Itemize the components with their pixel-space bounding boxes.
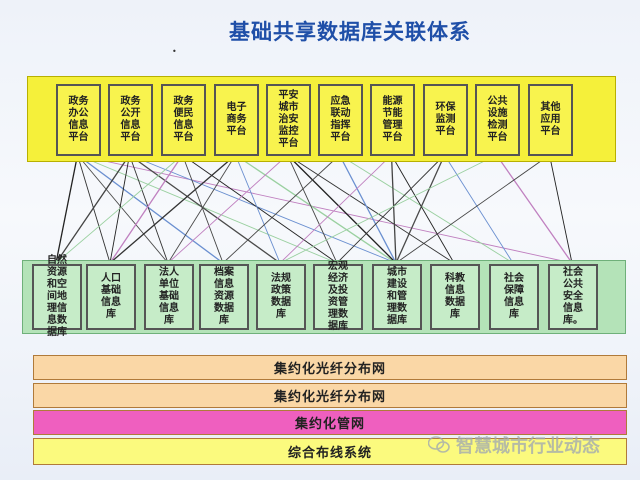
database-label: 宏观经济及投资管理数据库: [328, 261, 348, 332]
database-box-0: 自然资源和空间地理信息数据库: [32, 255, 82, 338]
database-label: 科教信息数据库: [445, 273, 465, 320]
connection-line: [77, 154, 111, 264]
cabling-system-band: 综合布线系统: [33, 438, 627, 465]
database-box-7: 科教信息数据库: [430, 264, 480, 330]
page-title: 基础共享数据库关联体系: [229, 20, 471, 44]
connection-line: [167, 154, 288, 264]
database-box-1: 人口基础信息库: [86, 264, 136, 330]
connection-line: [167, 154, 236, 264]
connection-line: [339, 154, 514, 264]
stray-dot: •: [172, 47, 177, 56]
database-box-3: 档案信息资源数据库: [199, 264, 249, 330]
connection-line: [287, 154, 455, 264]
platform-label: 能源节能管理平台: [382, 96, 403, 143]
connection-line: [109, 154, 236, 264]
database-box-6: 城市建设和管理数据库: [372, 264, 422, 330]
connection-line: [235, 154, 281, 264]
connection-line: [129, 154, 397, 264]
connection-line: [129, 154, 169, 264]
platform-label: 其他应用平台: [540, 102, 561, 137]
watermark-text: 智慧城市行业动态: [456, 436, 600, 457]
platform-box-3: 电子商务平台: [214, 84, 259, 156]
platform-box-5: 应急联动指挥平台: [318, 84, 363, 156]
database-label: 自然资源和空间地理信息数据库: [47, 255, 67, 338]
platform-box-1: 政务公开信息平台: [108, 84, 153, 156]
connection-line: [336, 154, 445, 264]
database-box-2: 法人单位基础信息库: [144, 264, 194, 330]
connection-line: [390, 154, 397, 264]
platform-box-6: 能源节能管理平台: [370, 84, 415, 156]
platform-box-2: 政务便民信息平台: [161, 84, 206, 156]
platform-box-8: 公共设施检测平台: [475, 84, 520, 156]
connection-line: [395, 154, 550, 264]
database-box-4: 法规政策数据库: [256, 264, 306, 330]
database-label: 人口基础信息库: [101, 273, 121, 320]
connection-line: [287, 154, 338, 264]
platform-box-7: 环保监测平台: [423, 84, 468, 156]
database-label: 社会公共安全信息库。: [563, 267, 583, 326]
application-platform-layer: 政务办公信息平台 政务公开信息平台 政务便民信息平台 电子商务平台 平安城市治安监控平台…: [27, 76, 616, 162]
connection-line: [182, 154, 224, 264]
connection-line: [287, 154, 397, 264]
connection-line: [55, 154, 183, 264]
platform-box-0: 政务办公信息平台: [56, 84, 101, 156]
platform-label: 政务公开信息平台: [120, 96, 141, 143]
connection-line: [338, 154, 397, 264]
connection-line: [222, 154, 340, 264]
platform-label: 平安城市治安监控平台: [278, 90, 299, 149]
connection-line: [395, 154, 446, 264]
database-box-8: 社会保障信息库: [489, 264, 539, 330]
connection-line: [549, 154, 573, 264]
database-label: 城市建设和管理数据库: [387, 267, 407, 326]
fiber-network-band-2: 集约化光纤分布网: [33, 383, 627, 408]
connection-line: [77, 154, 224, 264]
platform-label: 公共设施检测平台: [487, 96, 508, 143]
platform-label: 政务办公信息平台: [68, 96, 89, 143]
connection-line: [77, 154, 338, 264]
database-box-5: 宏观经济及投资管理数据库: [313, 261, 363, 332]
database-label: 法人单位基础信息库: [159, 267, 179, 326]
shared-database-layer: 自然资源和空间地理信息数据库 人口基础信息库 法人单位基础信息库 档案信息资源数据库 法…: [22, 255, 626, 338]
connection-line: [279, 154, 497, 264]
connection-line: [129, 154, 281, 264]
connection-line: [444, 154, 514, 264]
connection-line: [279, 154, 392, 264]
platform-label: 环保监测平台: [435, 102, 456, 137]
wechat-icon: [428, 436, 450, 453]
connection-line: [495, 154, 573, 264]
database-label: 社会保障信息库: [504, 273, 524, 320]
connection-line: [182, 154, 338, 264]
platform-box-9: 其他应用平台: [528, 84, 573, 156]
fiber-network-band-1: 集约化光纤分布网: [33, 355, 627, 380]
connection-line: [109, 154, 184, 264]
connection-line: [77, 154, 573, 264]
connection-line: [55, 154, 79, 264]
connection-line: [235, 154, 397, 264]
watermark: 智慧城市行业动态: [428, 432, 600, 458]
database-label: 法规政策数据库: [271, 273, 291, 320]
database-label: 档案信息资源数据库: [214, 267, 234, 326]
platform-label: 应急联动指挥平台: [330, 96, 351, 143]
connection-line: [391, 154, 455, 264]
connection-line: [77, 154, 169, 264]
platform-label: 政务便民信息平台: [173, 96, 194, 143]
database-box-9: 社会公共安全信息库。: [548, 264, 598, 330]
platform-box-4: 平安城市治安监控平台: [266, 84, 311, 156]
connection-line: [55, 154, 131, 264]
platform-label: 电子商务平台: [226, 102, 247, 137]
pipe-network-band: 集约化管网: [33, 410, 627, 435]
